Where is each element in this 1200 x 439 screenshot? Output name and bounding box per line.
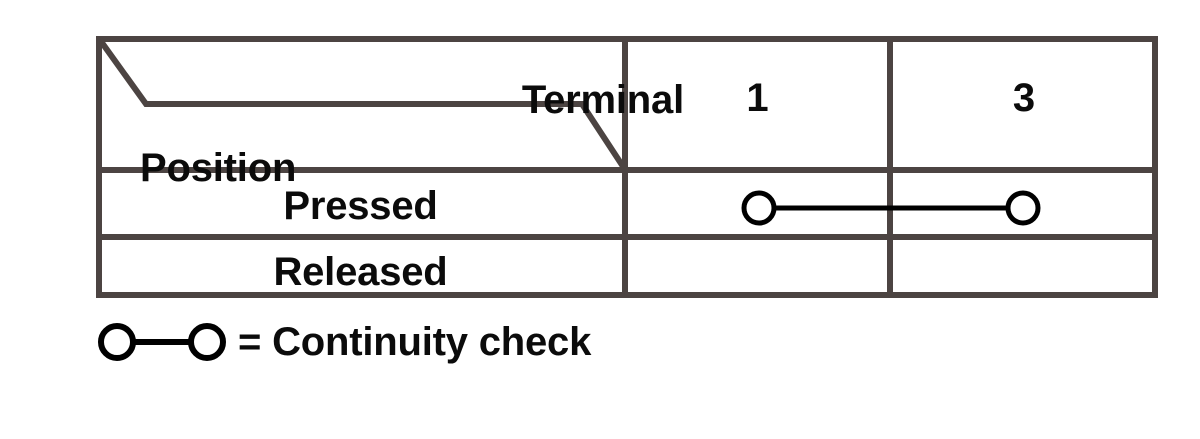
continuity-table: Terminal Position 1 3 Pressed Released — [96, 36, 1158, 298]
legend-node-left — [98, 323, 136, 361]
continuity-node-terminal-3 — [1005, 190, 1041, 226]
table-grid — [96, 36, 1158, 298]
legend-node-right — [188, 323, 226, 361]
legend: = Continuity check — [96, 312, 591, 372]
corner-header-terminal-label: Terminal — [521, 78, 684, 122]
corner-header-split-line — [97, 38, 627, 170]
row-label-pressed: Pressed — [283, 184, 438, 228]
corner-header-position-label: Position — [140, 146, 297, 190]
legend-continuity-symbol-icon — [98, 323, 226, 361]
legend-text: = Continuity check — [238, 320, 592, 364]
continuity-symbol-pressed — [741, 190, 1041, 226]
terminal-column-header-3: 3 — [1012, 76, 1036, 120]
terminal-column-header-1: 1 — [746, 76, 769, 120]
row-label-released: Released — [273, 250, 448, 294]
continuity-node-terminal-1 — [741, 190, 777, 226]
